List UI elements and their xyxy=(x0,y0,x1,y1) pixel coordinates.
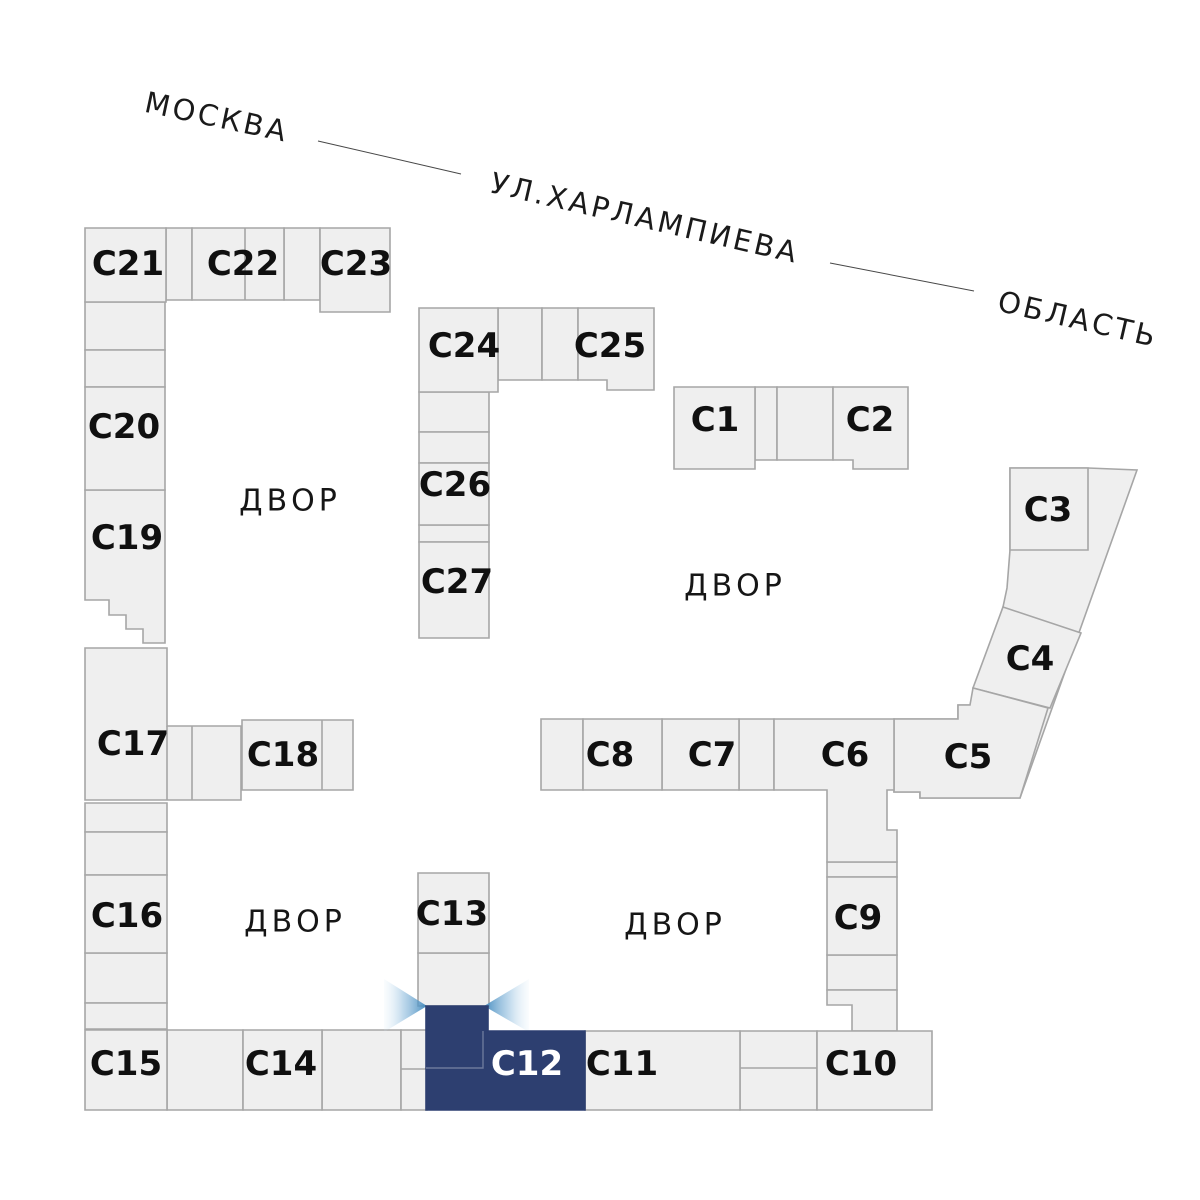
selected-building xyxy=(425,1005,586,1111)
building-c15-label: С15 xyxy=(90,1044,162,1084)
building-c21[interactable] xyxy=(84,227,167,303)
building-c1-label: С1 xyxy=(691,400,740,440)
courtyard-label: ДВОР xyxy=(244,905,346,940)
building-section xyxy=(417,952,490,1007)
buildings xyxy=(84,227,1089,1111)
street-leader-line xyxy=(317,140,462,175)
building-c15[interactable] xyxy=(84,1029,168,1111)
building-c12[interactable] xyxy=(425,1005,586,1111)
building-c6[interactable] xyxy=(773,718,898,863)
building-c3-label: С3 xyxy=(1024,490,1073,530)
building-section xyxy=(84,802,168,833)
building-section xyxy=(754,386,778,461)
building-c16[interactable] xyxy=(84,874,168,954)
building-section xyxy=(418,391,490,433)
building-c9-label: С9 xyxy=(834,898,883,938)
building-c16-label: С16 xyxy=(91,896,163,936)
building-c13-label: С13 xyxy=(416,894,488,934)
building-c11-label: С11 xyxy=(586,1044,658,1084)
building-c18-label: С18 xyxy=(247,735,319,775)
building-c7-label: С7 xyxy=(688,735,737,775)
street-label-kharlampieva: УЛ.ХАРЛАМПИЕВА xyxy=(487,166,803,270)
building-c12-label: С12 xyxy=(491,1044,563,1084)
building-c4[interactable] xyxy=(971,605,1083,709)
building-c8-label: С8 xyxy=(586,735,635,775)
building-c17-label: С17 xyxy=(97,724,169,764)
courtyard-label: ДВОР xyxy=(624,908,726,943)
building-c25[interactable] xyxy=(577,307,655,391)
building-c22[interactable] xyxy=(191,227,285,301)
building-section xyxy=(826,861,898,878)
building-c20[interactable] xyxy=(84,386,166,491)
courtyard-labels: ДВОР ДВОР ДВОР ДВОР xyxy=(239,484,786,943)
building-c23[interactable] xyxy=(319,227,391,313)
courtyard-label: ДВОР xyxy=(684,569,786,604)
building-section xyxy=(739,1030,818,1111)
building-section xyxy=(84,301,166,351)
building-c27-label: С27 xyxy=(421,562,493,602)
building-section xyxy=(321,1029,402,1111)
building-c17[interactable] xyxy=(84,647,242,801)
street-label-moskva: МОСКВА xyxy=(142,85,292,149)
building-section xyxy=(497,307,543,381)
building-c2[interactable] xyxy=(832,386,909,470)
building-c18[interactable] xyxy=(241,719,354,791)
building-c25-label: С25 xyxy=(574,326,646,366)
building-c24-label: С24 xyxy=(428,326,500,366)
building-section xyxy=(166,1029,244,1111)
building-c22-label: С22 xyxy=(207,244,279,284)
view-ray-right xyxy=(484,979,529,1032)
building-c4-label: С4 xyxy=(1006,639,1055,679)
building-c24[interactable] xyxy=(418,307,499,393)
building-section xyxy=(400,1029,428,1111)
building-section xyxy=(540,718,584,791)
building-section xyxy=(84,349,166,388)
building-c2-label: С2 xyxy=(846,400,895,440)
building-c19[interactable] xyxy=(84,489,166,644)
building-section xyxy=(826,989,898,1032)
view-rays xyxy=(384,979,529,1032)
building-c23-label: С23 xyxy=(320,244,392,284)
building-c10[interactable] xyxy=(816,1030,933,1111)
building-c26[interactable] xyxy=(418,462,490,526)
building-c3[interactable] xyxy=(1009,467,1089,551)
selected-inner-divider xyxy=(426,1031,484,1069)
building-c26-label: С26 xyxy=(419,465,491,505)
building-c19-label: С19 xyxy=(91,518,163,558)
building-c5[interactable] xyxy=(893,687,1050,799)
street-leader-line xyxy=(829,262,975,292)
building-c10-label: С10 xyxy=(825,1044,897,1084)
street-label-oblast: ОБЛАСТЬ xyxy=(995,284,1162,354)
building-section xyxy=(541,307,579,381)
building-section xyxy=(84,952,168,1004)
building-c21-label: С21 xyxy=(92,244,164,284)
building-section xyxy=(776,386,834,461)
building-section xyxy=(418,431,490,464)
view-ray-left xyxy=(384,979,427,1032)
building-c20-label: С20 xyxy=(88,407,160,447)
building-section xyxy=(738,718,775,791)
building-c6-label: С6 xyxy=(821,735,870,775)
building-section xyxy=(826,954,898,991)
building-c13[interactable] xyxy=(417,872,490,954)
building-section xyxy=(84,831,168,876)
building-c14-label: С14 xyxy=(245,1044,317,1084)
building-c27[interactable] xyxy=(418,541,490,639)
building-c8[interactable] xyxy=(582,718,663,791)
building-section xyxy=(165,227,193,301)
building-section xyxy=(84,1002,168,1030)
building-section xyxy=(418,524,490,543)
building-section xyxy=(283,227,321,301)
building-labels: С1 С2 С3 С4 С5 С6 С7 С8 С9 С10 С11 С12 С… xyxy=(88,244,1072,1084)
building-c5-label: С5 xyxy=(944,737,993,777)
courtyard-label: ДВОР xyxy=(239,484,341,519)
building-c1[interactable] xyxy=(673,386,756,470)
building-c9[interactable] xyxy=(826,876,898,956)
dividers xyxy=(166,228,817,1070)
building-c14[interactable] xyxy=(242,1029,323,1111)
